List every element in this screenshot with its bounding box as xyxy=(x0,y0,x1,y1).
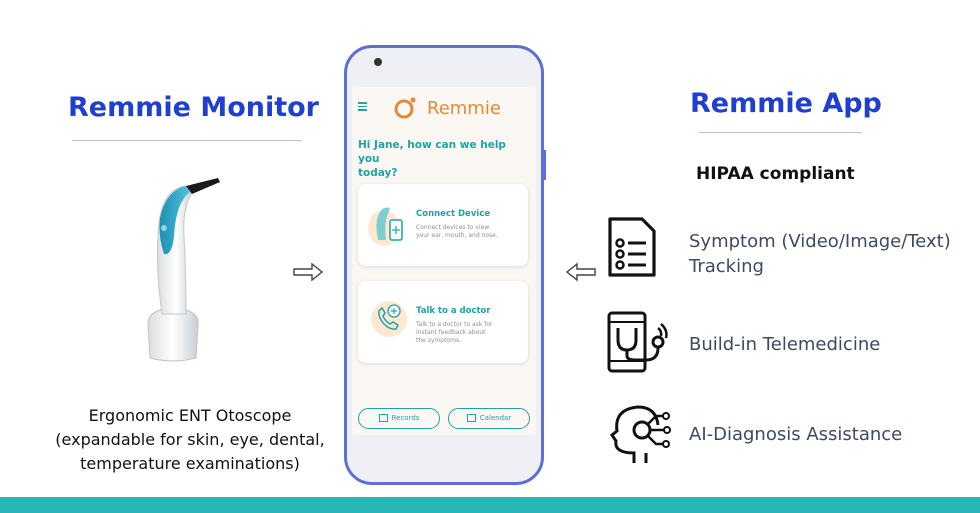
right-title-divider xyxy=(699,132,862,133)
records-button[interactable]: Records xyxy=(358,408,440,429)
calendar-label: Calendar xyxy=(479,414,512,422)
remmie-app-title: Remmie App xyxy=(690,88,882,119)
feature-symptom-tracking: Symptom (Video/Image/Text) Tracking xyxy=(689,229,979,279)
records-label: Records xyxy=(391,414,420,422)
remmie-logo-icon xyxy=(394,97,416,119)
greeting-text: Hi Jane, how can we help you today? xyxy=(358,138,528,180)
app-name: Remmie xyxy=(427,98,501,119)
caption-line-3: temperature examinations) xyxy=(80,454,300,473)
talk-to-doctor-desc-line-1: Talk to a doctor to ask for xyxy=(416,321,493,328)
ai-head-icon xyxy=(609,405,671,463)
phone-call-icon xyxy=(371,301,407,337)
greeting-line-1: Hi Jane, how can we help you xyxy=(358,139,506,165)
otoscope-caption: Ergonomic ENT Otoscope (expandable for s… xyxy=(20,404,360,476)
checklist-icon xyxy=(608,217,656,277)
talk-to-doctor-desc-line-3: the symptoms. xyxy=(416,337,461,344)
bottom-accent-bar xyxy=(0,497,980,513)
connect-device-card[interactable]: Connect Device Connect devices to view y… xyxy=(358,184,528,266)
calendar-button[interactable]: Calendar xyxy=(448,408,530,429)
caption-line-1: Ergonomic ENT Otoscope xyxy=(88,406,292,425)
connect-device-title: Connect Device xyxy=(416,209,491,219)
arrow-left-icon xyxy=(565,262,596,282)
connect-device-desc: Connect devices to view your ear, mouth,… xyxy=(416,224,521,240)
left-title-divider xyxy=(72,140,302,141)
calendar-icon xyxy=(466,414,476,422)
talk-to-doctor-title: Talk to a doctor xyxy=(416,306,491,316)
otoscope-device-image xyxy=(147,178,220,362)
feature-telemedicine: Build-in Telemedicine xyxy=(689,334,881,355)
remmie-monitor-title: Remmie Monitor xyxy=(68,92,320,123)
telemedicine-icon xyxy=(607,311,668,373)
connect-device-icon xyxy=(368,207,403,246)
connect-device-desc-line-1: Connect devices to view xyxy=(416,224,490,231)
connect-device-desc-line-2: your ear, mouth, and nose. xyxy=(416,232,498,239)
phone-camera xyxy=(374,58,382,66)
arrow-right-icon xyxy=(293,262,324,282)
talk-to-doctor-desc: Talk to a doctor to ask for instant feed… xyxy=(416,321,521,345)
feature-ai-diagnosis: AI-Diagnosis Assistance xyxy=(689,424,903,445)
feature-1-line-2: Tracking xyxy=(689,256,764,277)
records-icon xyxy=(378,414,388,422)
feature-1-line-1: Symptom (Video/Image/Text) xyxy=(689,231,951,252)
phone-side-button xyxy=(543,150,546,180)
talk-to-doctor-card[interactable]: Talk to a doctor Talk to a doctor to ask… xyxy=(358,281,528,363)
caption-line-2: (expandable for skin, eye, dental, xyxy=(55,430,325,449)
hipaa-label: HIPAA compliant xyxy=(696,164,855,184)
hamburger-menu-icon[interactable] xyxy=(358,102,367,111)
greeting-line-2: today? xyxy=(358,167,398,179)
talk-to-doctor-desc-line-2: instant feedback about xyxy=(416,329,486,336)
